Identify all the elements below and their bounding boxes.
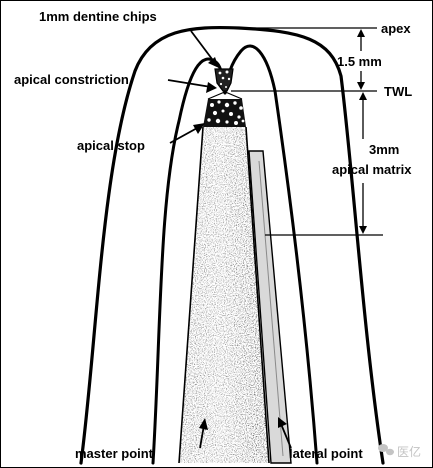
- constriction-funnel: [207, 90, 243, 100]
- master-point-outline: [178, 126, 270, 464]
- dentine-chips-grains: [218, 70, 231, 88]
- apical-stop-packing: [203, 99, 246, 127]
- label-apical-matrix: apical matrix: [332, 162, 412, 177]
- label-master-point: master point: [75, 446, 154, 461]
- label-1-5mm: 1.5 mm: [337, 54, 382, 69]
- lateral-point: [248, 150, 292, 464]
- apical-stop-chips: [207, 100, 245, 125]
- dimension-3mm: [359, 92, 367, 234]
- label-3mm: 3mm: [369, 142, 399, 157]
- label-twl: TWL: [384, 84, 412, 99]
- label-apex: apex: [381, 21, 411, 36]
- wechat-logo-icon: [378, 444, 394, 456]
- watermark-text: 医亿: [397, 444, 421, 459]
- label-apical-stop: apical stop: [77, 138, 145, 153]
- label-dentine-chips: 1mm dentine chips: [39, 9, 157, 24]
- label-lateral-point: lateral point: [289, 446, 363, 461]
- canal-left-wall: [151, 57, 227, 465]
- label-apical-constriction: apical constriction: [14, 72, 129, 87]
- dentine-chips-plug: [214, 68, 234, 92]
- leader-arrows: [167, 30, 292, 449]
- dimension-1-5mm: [357, 29, 365, 90]
